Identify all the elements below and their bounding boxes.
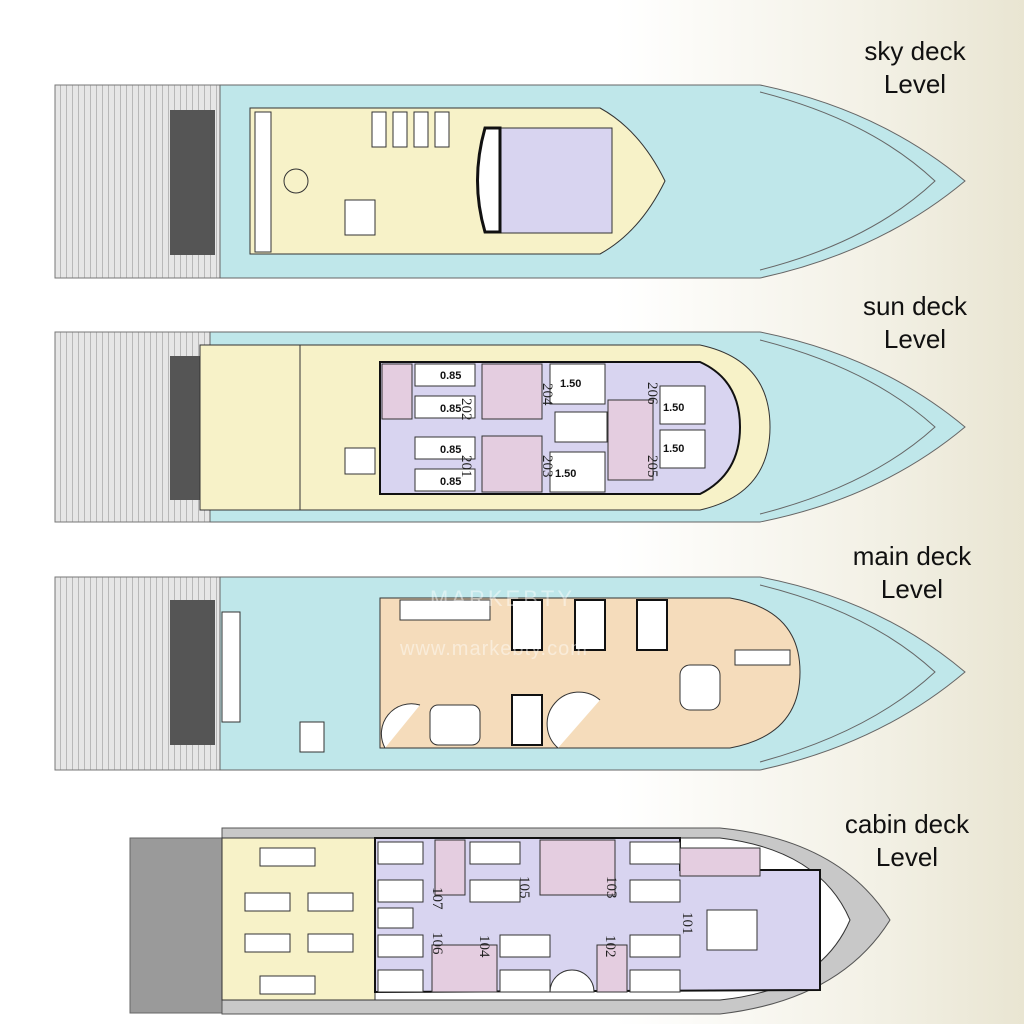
cabin-number: 206 xyxy=(644,382,660,405)
sky-deck-plan xyxy=(54,84,966,279)
cabin-number: 106 xyxy=(429,932,445,955)
cabin-deck-plan: 101 102 103 104 105 106 107 xyxy=(129,827,891,1015)
cabin-number: 102 xyxy=(602,935,618,958)
bed-width-label: 1.50 xyxy=(663,402,684,414)
deck-name: sky deck xyxy=(864,36,966,66)
bed-width-label: 1.50 xyxy=(555,468,576,480)
cabin-number: 201 xyxy=(458,455,474,478)
bed-width-label: 1.50 xyxy=(663,443,684,455)
deck-level: Level xyxy=(883,69,947,99)
bed-width-label: 0.85 xyxy=(440,444,461,456)
sun-deck-plan: 0.85 0.85 0.85 0.85 1.50 1.50 1.50 1.50 … xyxy=(54,331,966,523)
cabin-number: 105 xyxy=(516,876,532,899)
watermark-url: www.markebty.com xyxy=(400,638,588,660)
deck-name: sun deck xyxy=(862,291,968,321)
deck-level: Level xyxy=(883,324,947,354)
bed-width-label: 0.85 xyxy=(440,370,461,382)
deck-level: Level xyxy=(880,574,944,604)
cabin-number: 107 xyxy=(429,887,445,910)
cabin-number: 103 xyxy=(603,876,619,899)
deck-level: Level xyxy=(875,842,939,872)
bed-width-label: 0.85 xyxy=(440,476,461,488)
watermark-brand: MARKEBTY xyxy=(430,586,576,611)
cabin-number: 101 xyxy=(679,912,695,935)
cabin-number: 104 xyxy=(476,935,492,958)
deck-name: main deck xyxy=(852,541,972,571)
deck-name: cabin deck xyxy=(844,809,970,839)
bed-width-label: 0.85 xyxy=(440,403,461,415)
main-deck-plan xyxy=(54,576,966,771)
cabin-number: 204 xyxy=(539,383,555,406)
cabin-number: 205 xyxy=(644,455,660,478)
cabin-number: 202 xyxy=(458,398,474,421)
cabin-number: 203 xyxy=(539,455,555,478)
bed-width-label: 1.50 xyxy=(560,378,581,390)
